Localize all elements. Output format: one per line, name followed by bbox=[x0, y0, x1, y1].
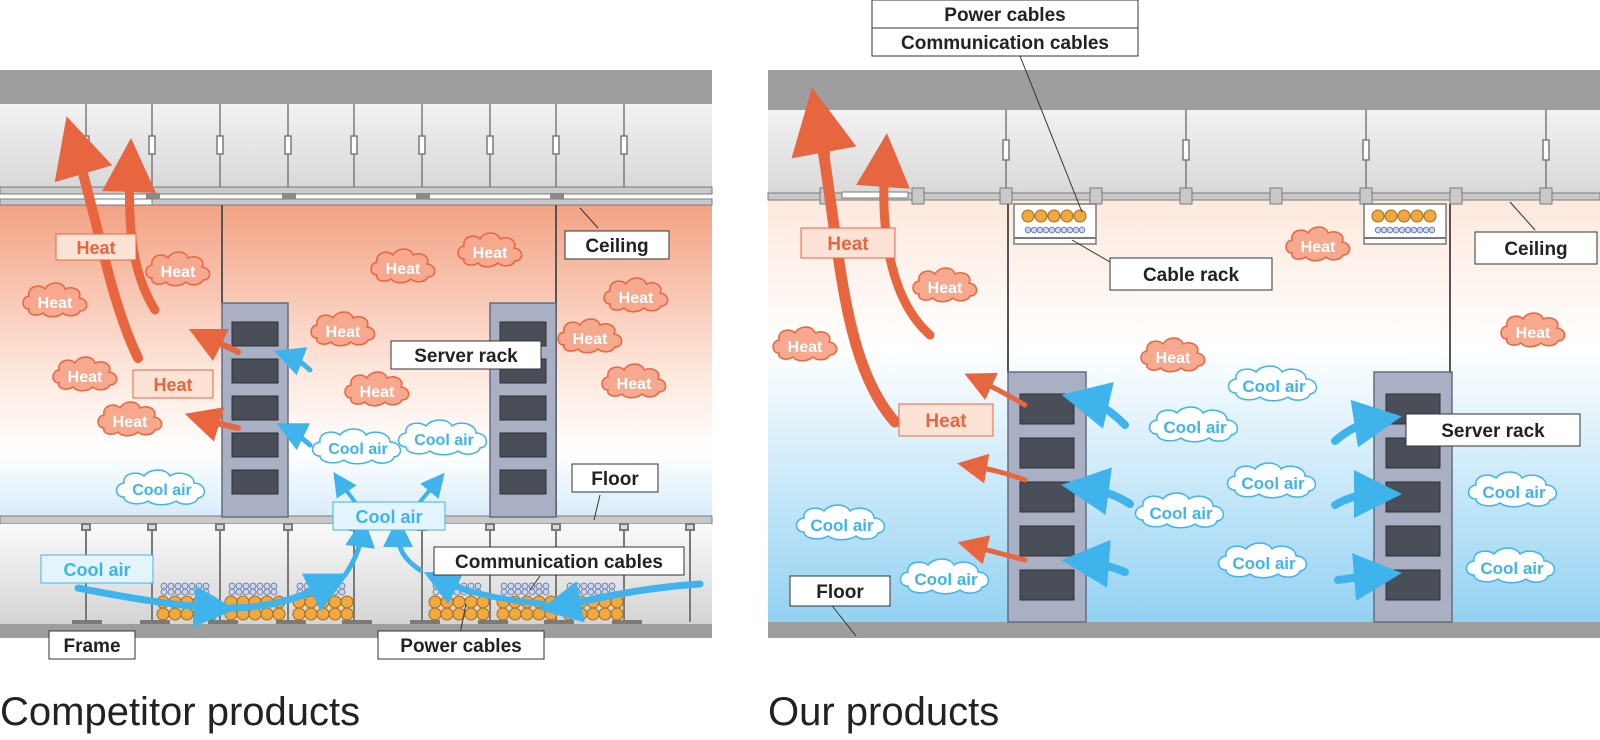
heat-cloud-labels-left: Heat Heat Heat Heat Heat Heat Heat Heat … bbox=[38, 245, 654, 431]
server-rack-right-1 bbox=[1007, 371, 1087, 623]
heat-cloud-labels-right: Heat Heat Heat Heat Heat bbox=[788, 239, 1551, 367]
power-cables-label: Power cables bbox=[400, 636, 521, 657]
cool-box-text: Cool air bbox=[63, 560, 130, 580]
label-power-cables-right: Power cables bbox=[871, 0, 1139, 29]
server-rack-left-2 bbox=[489, 302, 557, 518]
cool-cloud-text: Cool air bbox=[1242, 377, 1306, 396]
cool-cloud-text: Cool air bbox=[1241, 474, 1305, 493]
heat-arrows bbox=[791, 87, 1028, 565]
competitor-panel: Heat Heat Heat Heat Heat Heat Heat Heat … bbox=[0, 70, 713, 660]
heat-cloud-text: Heat bbox=[386, 261, 421, 278]
heat-cloud-text: Heat bbox=[788, 339, 823, 356]
cool-cloud-text: Cool air bbox=[914, 570, 978, 589]
cool-cloud-labels-left: Cool air Cool air Cool air bbox=[132, 432, 474, 499]
competitor-caption: Competitor products bbox=[0, 690, 361, 734]
heat-box-text: Heat bbox=[153, 375, 192, 395]
server-rack-left-1 bbox=[221, 302, 289, 518]
heat-box-1: Heat bbox=[55, 233, 137, 261]
cool-cloud-text: Cool air bbox=[132, 482, 192, 499]
cool-cloud-text: Cool air bbox=[1482, 483, 1546, 502]
heat-cloud-text: Heat bbox=[113, 414, 148, 431]
label-ceiling-right: Ceiling bbox=[1474, 231, 1598, 265]
heat-box-3: Heat bbox=[800, 227, 896, 259]
label-server-rack-left: Server rack bbox=[390, 340, 542, 370]
cool-cloud-text: Cool air bbox=[1232, 554, 1296, 573]
label-communication-cables-right: Communication cables bbox=[871, 27, 1139, 57]
communication-cables-label: Communication cables bbox=[455, 552, 663, 573]
label-floor-right: Floor bbox=[789, 575, 891, 607]
heat-cloud-text: Heat bbox=[617, 376, 652, 393]
label-floor-left: Floor bbox=[571, 463, 659, 493]
heat-cloud-text: Heat bbox=[928, 280, 963, 297]
cool-arrows bbox=[1061, 382, 1402, 601]
heat-cloud-text: Heat bbox=[360, 384, 395, 401]
cool-box-1: Cool air bbox=[40, 554, 154, 584]
heat-cloud-text: Heat bbox=[1516, 325, 1551, 342]
label-power-cables-left: Power cables bbox=[377, 630, 545, 660]
server-rack-label: Server rack bbox=[414, 346, 518, 367]
heat-cloud-text: Heat bbox=[473, 245, 508, 262]
ceiling-label: Ceiling bbox=[1504, 239, 1567, 260]
cool-cloud-labels-right: Cool air Cool air Cool air Cool air Cool… bbox=[810, 377, 1546, 589]
heat-cloud-text: Heat bbox=[161, 264, 196, 281]
floor-label: Floor bbox=[816, 582, 864, 603]
heat-box-text: Heat bbox=[925, 411, 967, 432]
cool-box-text: Cool air bbox=[355, 507, 422, 527]
heat-cloud-text: Heat bbox=[619, 290, 654, 307]
cool-cloud-text: Cool air bbox=[810, 516, 874, 535]
power-cables-label: Power cables bbox=[944, 5, 1065, 26]
floor-label: Floor bbox=[591, 469, 639, 490]
cool-cloud-text: Cool air bbox=[1480, 559, 1544, 578]
heat-box-text: Heat bbox=[76, 238, 115, 258]
server-rack-right-2 bbox=[1373, 371, 1453, 623]
heat-cloud-text: Heat bbox=[1301, 239, 1336, 256]
roof-slab bbox=[0, 70, 712, 104]
cable-rack-1 bbox=[1013, 203, 1097, 245]
label-frame: Frame bbox=[48, 630, 136, 660]
heat-cloud-text: Heat bbox=[38, 295, 73, 312]
our-caption: Our products bbox=[768, 690, 1000, 734]
heat-cloud-text: Heat bbox=[1156, 350, 1191, 367]
our-panel: Heat Heat Heat Heat Heat Cool air Cool a… bbox=[767, 0, 1600, 638]
communication-cables-label: Communication cables bbox=[901, 33, 1109, 54]
label-ceiling-left: Ceiling bbox=[564, 230, 670, 260]
heat-cloud-text: Heat bbox=[573, 331, 608, 348]
ceiling-label: Ceiling bbox=[585, 236, 648, 257]
heat-box-text: Heat bbox=[827, 234, 869, 255]
cool-cloud-text: Cool air bbox=[1149, 504, 1213, 523]
heat-cloud-text: Heat bbox=[68, 369, 103, 386]
cool-box-2: Cool air bbox=[332, 501, 446, 531]
heat-cloud-text: Heat bbox=[326, 324, 361, 341]
cool-cloud-text: Cool air bbox=[328, 441, 388, 458]
label-communication-cables-left: Communication cables bbox=[433, 546, 685, 576]
floor-slab bbox=[768, 622, 1600, 638]
roof-slab bbox=[768, 70, 1600, 110]
cool-cloud-text: Cool air bbox=[414, 432, 474, 449]
cool-cloud-text: Cool air bbox=[1163, 418, 1227, 437]
heat-box-4: Heat bbox=[898, 403, 994, 437]
server-rack-label: Server rack bbox=[1441, 421, 1545, 442]
label-server-rack-right: Server rack bbox=[1405, 413, 1581, 447]
frame-label: Frame bbox=[63, 636, 120, 657]
label-cable-rack: Cable rack bbox=[1109, 257, 1273, 291]
cable-rack-2 bbox=[1363, 203, 1447, 245]
heat-box-2: Heat bbox=[132, 369, 214, 399]
ceiling-board bbox=[0, 198, 713, 206]
cable-rack-label: Cable rack bbox=[1143, 265, 1240, 286]
cool-arrows bbox=[74, 347, 704, 628]
